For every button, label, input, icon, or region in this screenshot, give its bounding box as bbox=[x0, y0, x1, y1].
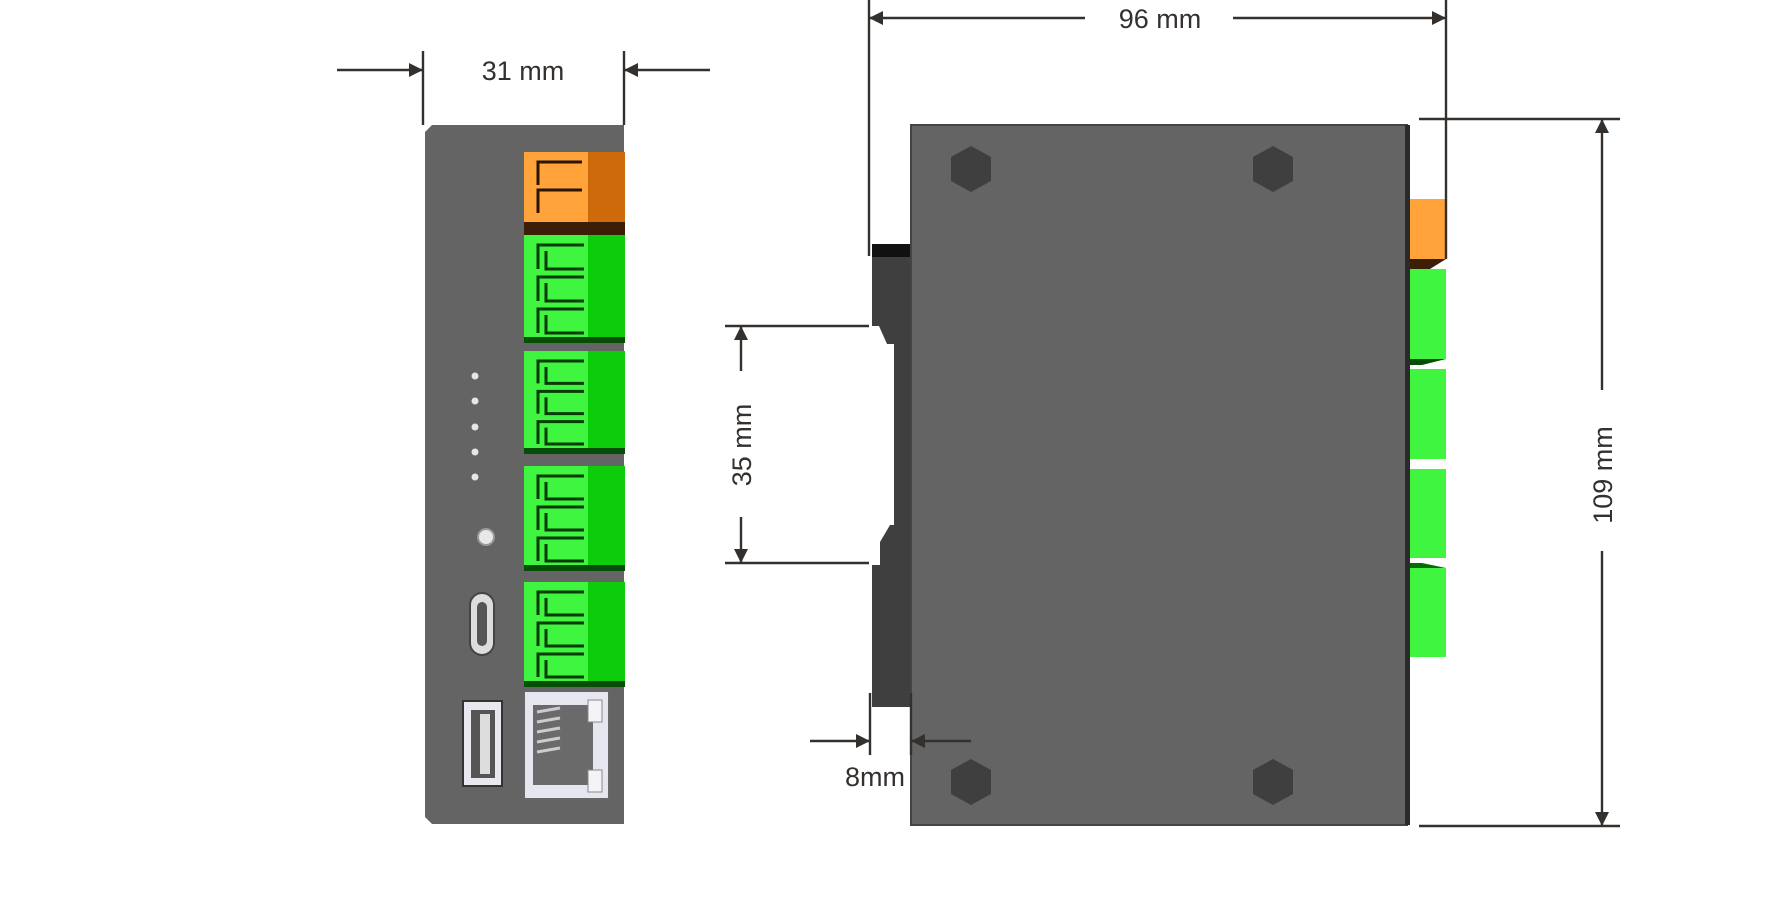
side-terminal-green bbox=[1410, 269, 1446, 359]
led-1 bbox=[471, 372, 479, 380]
led-4 bbox=[471, 448, 479, 456]
usb-c-port bbox=[469, 592, 495, 656]
io-terminal-green bbox=[524, 466, 625, 571]
io-terminal-green bbox=[524, 235, 625, 343]
side-terminals bbox=[1410, 199, 1446, 657]
height-label: 109 mm bbox=[1588, 426, 1618, 524]
screw-hex-icon bbox=[951, 759, 991, 805]
screw-hex-icon bbox=[1253, 759, 1293, 805]
led-3 bbox=[471, 423, 479, 431]
reset-button bbox=[477, 528, 495, 546]
usb-a-port bbox=[462, 700, 503, 787]
led-2 bbox=[471, 397, 479, 405]
side-terminal-green bbox=[1410, 469, 1446, 558]
side-view bbox=[872, 124, 1446, 826]
io-terminal-green bbox=[524, 582, 625, 687]
power-terminal-orange bbox=[524, 152, 625, 235]
dimension-din-rail: 35 mm bbox=[725, 324, 869, 565]
width-label: 31 mm bbox=[482, 56, 565, 86]
clip-offset-label: 8mm bbox=[845, 762, 905, 792]
led-5 bbox=[471, 473, 479, 481]
din-rail-clip bbox=[872, 244, 911, 707]
side-housing bbox=[910, 124, 1408, 826]
side-terminal-green bbox=[1410, 568, 1446, 657]
depth-label: 96 mm bbox=[1119, 4, 1202, 34]
ethernet-port bbox=[523, 690, 610, 800]
io-terminal-green bbox=[524, 351, 625, 454]
side-terminal-green bbox=[1410, 369, 1446, 459]
dimension-width: 31 mm bbox=[337, 51, 710, 125]
side-terminal-orange bbox=[1410, 199, 1446, 259]
din-rail-label: 35 mm bbox=[727, 404, 757, 487]
dimension-depth: 96 mm bbox=[867, 0, 1448, 259]
front-view bbox=[425, 125, 625, 824]
dimension-height: 109 mm bbox=[1419, 117, 1620, 828]
status-leds bbox=[471, 372, 479, 481]
dimension-clip-offset: 8mm bbox=[810, 693, 971, 792]
screw-hex-icon bbox=[951, 146, 991, 192]
screw-hex-icon bbox=[1253, 146, 1293, 192]
